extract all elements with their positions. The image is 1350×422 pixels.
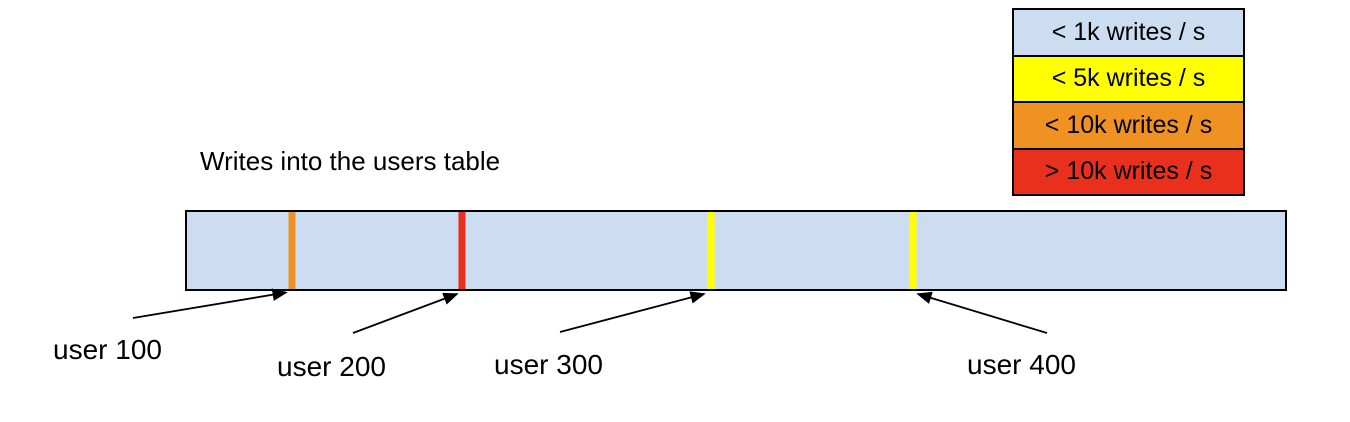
write-marker-user-200 — [458, 212, 465, 289]
diagram-title: Writes into the users table — [200, 146, 501, 176]
arrow-user-100 — [132, 288, 288, 319]
legend-item-lt-5k: < 5k writes / s — [1014, 56, 1243, 103]
user-label-200: user 200 — [277, 351, 386, 382]
user-label-100: user 100 — [53, 334, 162, 365]
write-marker-user-300 — [707, 212, 715, 289]
user-label-400: user 400 — [967, 349, 1076, 380]
legend-item-gt-10k: > 10k writes / s — [1014, 149, 1243, 194]
legend: < 1k writes / s < 5k writes / s < 10k wr… — [1012, 8, 1245, 196]
legend-item-lt-1k: < 1k writes / s — [1014, 10, 1243, 57]
user-label-300: user 300 — [494, 349, 603, 380]
arrow-user-300 — [559, 291, 706, 333]
users-table-bar — [185, 210, 1287, 291]
write-marker-user-100 — [288, 212, 296, 289]
legend-item-label: > 10k writes / s — [1044, 157, 1213, 186]
arrow-user-200 — [352, 292, 459, 334]
arrow-user-400 — [916, 291, 1048, 334]
legend-item-label: < 1k writes / s — [1051, 17, 1206, 46]
legend-item-label: < 10k writes / s — [1044, 110, 1213, 139]
legend-item-lt-10k: < 10k writes / s — [1014, 103, 1243, 150]
legend-item-label: < 5k writes / s — [1051, 64, 1206, 93]
write-marker-user-400 — [909, 212, 917, 289]
